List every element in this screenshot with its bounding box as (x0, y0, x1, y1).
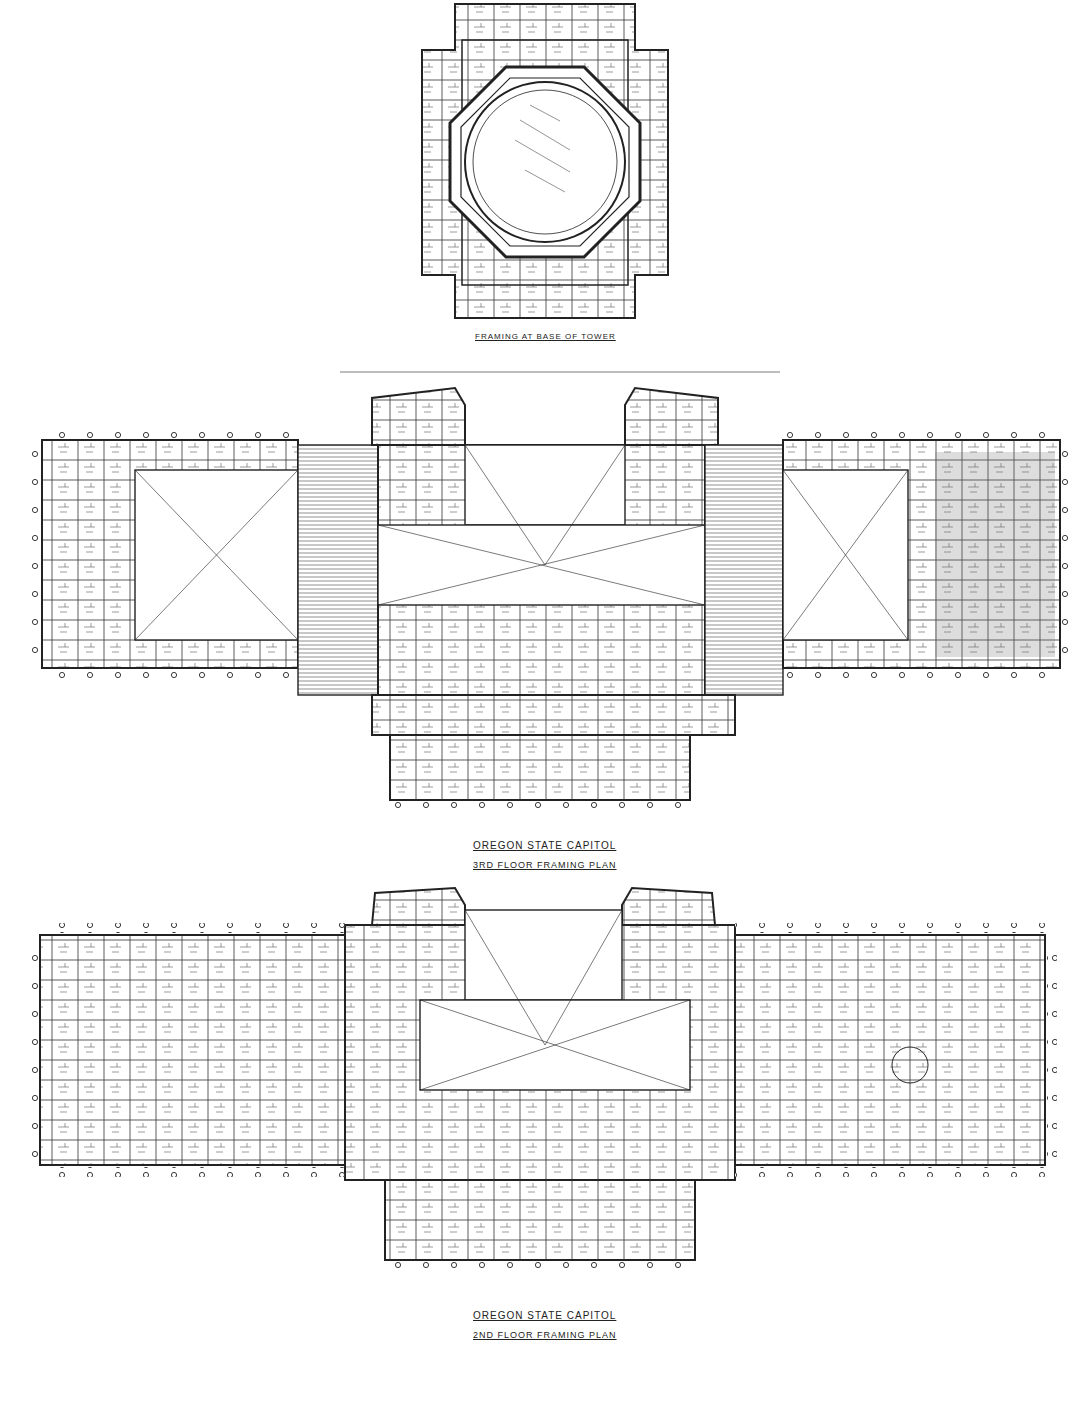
drawing-title: 2ND FLOOR FRAMING PLAN (470, 1330, 620, 1340)
drawing-title: OREGON STATE CAPITOL (470, 840, 619, 851)
drawing-title: OREGON STATE CAPITOL (470, 1310, 619, 1321)
drawing-title: FRAMING AT BASE OF TOWER (472, 332, 619, 341)
drawing-title: 3RD FLOOR FRAMING PLAN (470, 860, 620, 870)
